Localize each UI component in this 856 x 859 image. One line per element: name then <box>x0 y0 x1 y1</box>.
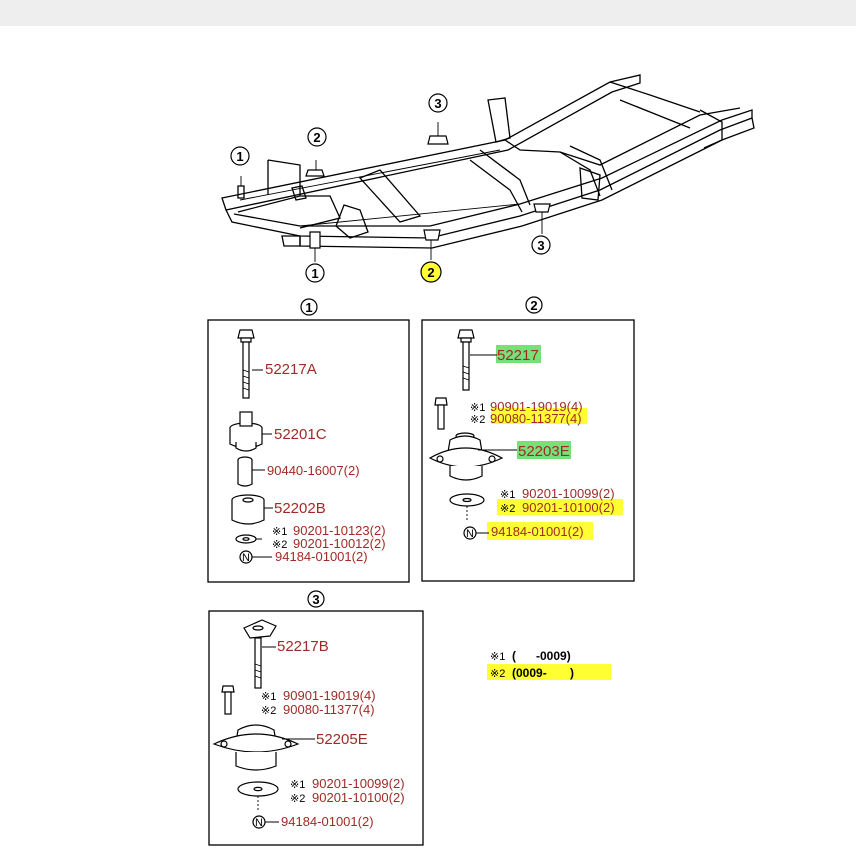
marker-2-top: 2 <box>307 127 327 147</box>
legend-2-mark: ※2 <box>490 668 505 680</box>
chassis-frame <box>221 74 755 262</box>
panel-3: N 52217B ※1 90901-19019(4) ※2 90080-1137… <box>208 610 424 846</box>
mount-flange-icon <box>212 724 300 771</box>
panel-3-label: 3 <box>307 590 325 608</box>
svg-text:※2: ※2 <box>261 705 276 717</box>
part-90201-10099-p3: 90201-10099(2) <box>312 776 405 791</box>
svg-text:※2: ※2 <box>500 503 515 515</box>
part-90440-16007: 90440-16007(2) <box>267 463 360 478</box>
part-52203E: 52203E <box>518 443 570 460</box>
legend-2-range: (0009- ) <box>512 666 574 680</box>
part-52217A: 52217A <box>265 361 317 378</box>
svg-text:1: 1 <box>236 149 243 164</box>
part-90201-10012: 90201-10012(2) <box>293 536 386 551</box>
cushion-lower-icon <box>231 494 265 525</box>
part-90201-10099-p2: 90201-10099(2) <box>522 486 615 501</box>
svg-text:※1: ※1 <box>500 489 515 501</box>
cushion-upper-icon <box>229 411 263 452</box>
svg-text:3: 3 <box>537 238 544 253</box>
part-90080-11377-p3: 90080-11377(4) <box>283 702 375 717</box>
part-90901-19019-p2: 90901-19019(4) <box>490 399 583 414</box>
svg-text:2: 2 <box>530 298 537 313</box>
legend-1-mark: ※1 <box>490 651 505 663</box>
part-90201-10123: 90201-10123(2) <box>293 523 386 538</box>
part-52217B: 52217B <box>277 638 329 655</box>
panel-1-label: 1 <box>300 298 318 316</box>
washer-icon <box>237 781 279 797</box>
svg-text:N: N <box>466 528 474 540</box>
legend: ※1 ( -0009) ※2 (0009- ) <box>487 649 611 680</box>
small-bolt-icon <box>221 685 235 715</box>
bolt-bracket-icon <box>243 619 277 689</box>
nut-icon: N <box>252 815 266 829</box>
highlight-90080-11377 <box>491 408 587 424</box>
mount-3-right <box>533 203 551 234</box>
nut-icon: N <box>239 550 253 564</box>
part-52202B: 52202B <box>274 500 326 517</box>
mount-1-bottom <box>309 231 321 262</box>
bolt-icon <box>237 329 255 399</box>
nut-icon: N <box>463 526 477 540</box>
bolt-icon <box>457 329 475 391</box>
svg-text:3: 3 <box>312 592 319 607</box>
highlight-94184-01001 <box>487 522 593 540</box>
collar-icon <box>237 456 253 487</box>
part-52205E: 52205E <box>316 731 368 748</box>
mount-3-top <box>427 122 449 145</box>
part-90201-10100-p2: 90201-10100(2) <box>522 500 615 515</box>
marker-3-right: 3 <box>531 235 551 255</box>
marker-1-bottom: 1 <box>305 263 325 283</box>
small-bolt-icon <box>434 397 448 430</box>
washer-icon <box>449 493 485 507</box>
panel-2-label: 2 <box>525 296 543 314</box>
marker-1-top: 1 <box>230 146 250 166</box>
part-90201-10100-p3: 90201-10100(2) <box>312 790 405 805</box>
svg-text:※2: ※2 <box>470 414 485 426</box>
marker-3-top: 3 <box>428 93 448 113</box>
mount-1-top <box>237 176 245 199</box>
svg-text:1: 1 <box>311 266 318 281</box>
svg-text:※1: ※1 <box>290 779 305 791</box>
highlight-52217 <box>496 345 541 363</box>
highlight-legend-2 <box>487 664 611 680</box>
mount-2-top <box>305 160 325 177</box>
part-52217: 52217 <box>497 347 539 364</box>
part-52201C: 52201C <box>274 426 327 443</box>
washer-icon <box>235 534 257 544</box>
svg-text:※2: ※2 <box>290 793 305 805</box>
part-94184-01001-p3: 94184-01001(2) <box>281 814 374 829</box>
legend-1-range: ( -0009) <box>512 649 571 663</box>
svg-text:2: 2 <box>313 130 320 145</box>
svg-text:※1: ※1 <box>470 402 485 414</box>
mount-2-bottom <box>423 229 441 260</box>
svg-text:1: 1 <box>305 300 312 315</box>
svg-text:N: N <box>242 552 250 564</box>
part-94184-01001-p2: 94184-01001(2) <box>491 524 584 539</box>
highlight-90201-10100 <box>497 499 623 515</box>
marker-2-bottom-highlighted: 2 <box>420 261 442 283</box>
panel-1: N 52217A 52201C 90440-16007(2) 52202B ※1… <box>207 319 410 583</box>
svg-text:3: 3 <box>434 96 441 111</box>
top-bar <box>0 0 856 26</box>
svg-text:N: N <box>255 817 263 829</box>
mount-flange-icon <box>428 432 504 481</box>
part-94184-01001-p1: 94184-01001(2) <box>275 549 368 564</box>
svg-text:※2: ※2 <box>272 539 287 551</box>
highlight-52203E <box>517 441 571 459</box>
panel-2: N 52217 ※1 90901-19019(4) ※2 90080-11377… <box>421 319 635 582</box>
part-90901-19019-p3: 90901-19019(4) <box>283 688 376 703</box>
part-90080-11377-p2: 90080-11377(4) <box>490 411 582 426</box>
svg-text:※1: ※1 <box>261 691 276 703</box>
svg-text:2: 2 <box>427 265 434 280</box>
svg-text:※1: ※1 <box>272 526 287 538</box>
